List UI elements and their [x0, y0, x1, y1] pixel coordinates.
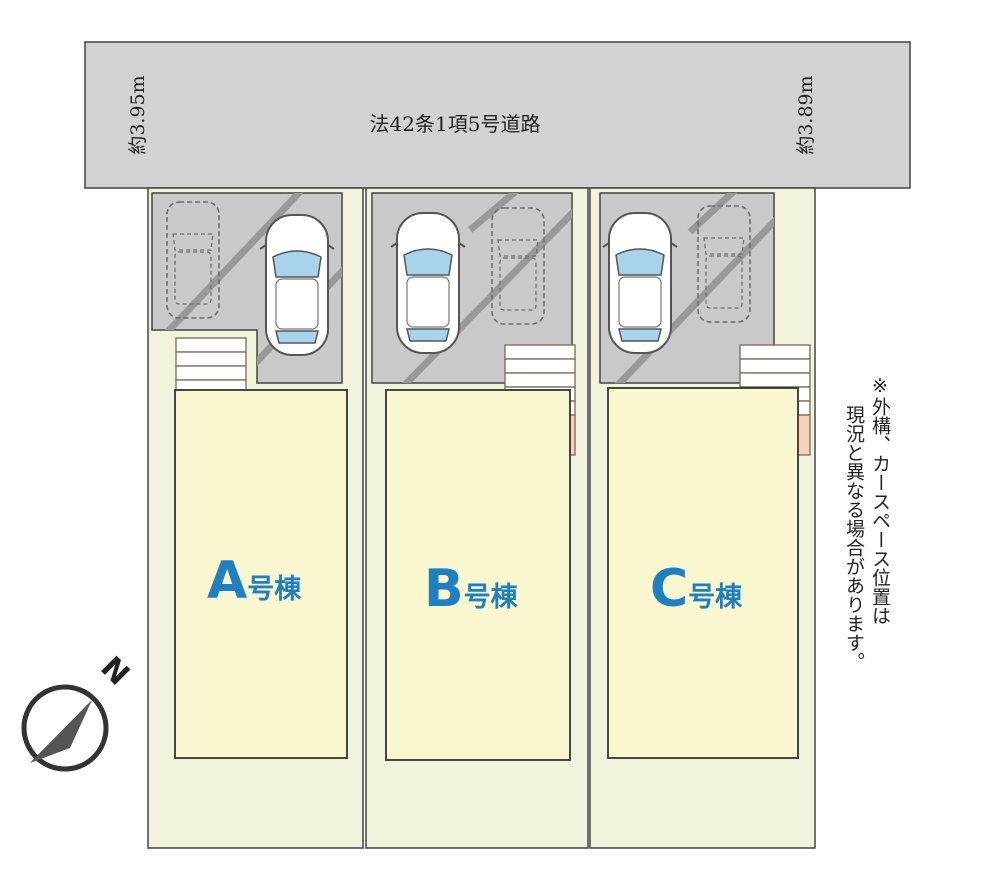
- note: ※外構、カースペース位置は 現況と異なる場合があります。: [843, 375, 891, 671]
- road-width-left: 約3.95m: [127, 75, 149, 154]
- lot-b-letter: B: [424, 559, 464, 619]
- note-line-1: ※外構、カースペース位置は: [869, 375, 891, 625]
- lot-c-label: C号棟: [650, 559, 743, 619]
- lot-c: C号棟: [589, 187, 816, 849]
- note-line-2: 現況と異なる場合があります。: [843, 405, 865, 671]
- lot-a-label: A号棟: [207, 551, 302, 611]
- lot-a-building: [174, 389, 348, 759]
- lot-c-suffix: 号棟: [688, 582, 743, 613]
- road-label: 法42条1項5号道路: [370, 112, 541, 136]
- lot-b-suffix: 号棟: [464, 582, 519, 613]
- road-width-right: 約3.89m: [795, 75, 817, 154]
- lot-b-building: [385, 389, 571, 761]
- compass-north-label: N: [93, 650, 136, 693]
- lot-b: B号棟: [365, 187, 589, 849]
- compass: N: [21, 650, 136, 772]
- lot-a: A号棟: [147, 187, 364, 849]
- lot-a-parking: [151, 192, 343, 384]
- lot-a-suffix: 号棟: [247, 574, 302, 605]
- lot-a-letter: A: [207, 551, 247, 611]
- road: [84, 41, 911, 189]
- lot-b-label: B号棟: [424, 559, 519, 619]
- lot-c-building: [607, 387, 799, 759]
- lot-c-letter: C: [650, 559, 688, 619]
